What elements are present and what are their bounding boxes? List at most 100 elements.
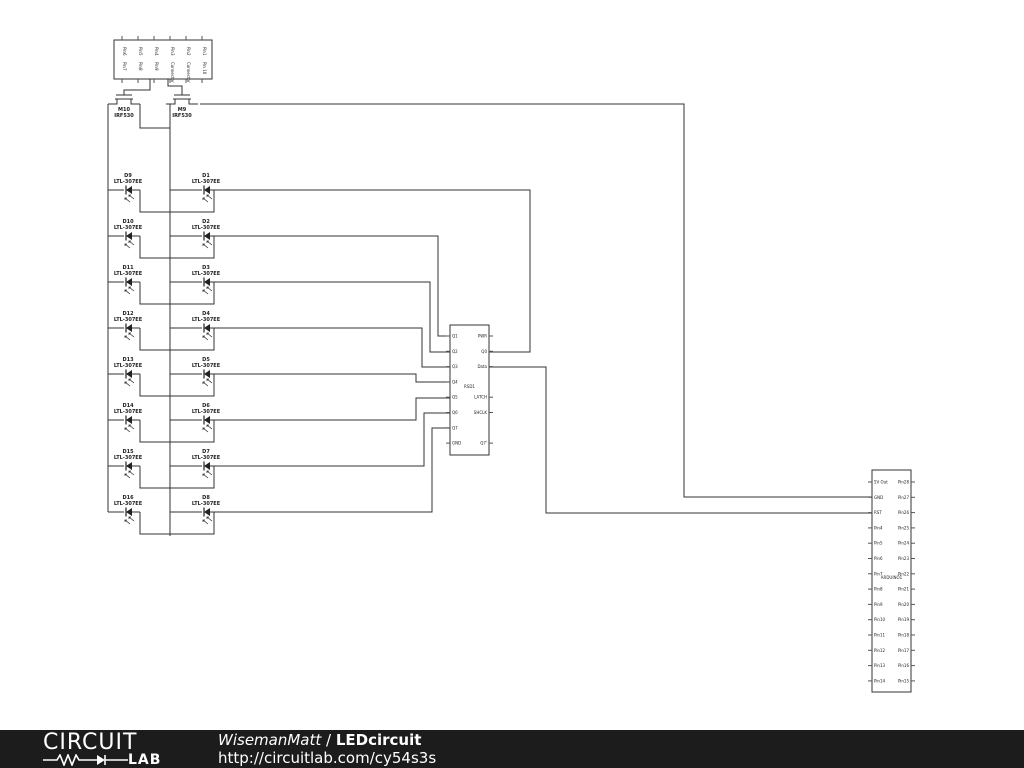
led-part-label: LTL-307EE	[192, 501, 221, 507]
led-return-wire	[139, 328, 170, 351]
led-part-label: LTL-307EE	[192, 317, 221, 323]
arduino-right-pin-label: Pin28	[898, 480, 910, 485]
mosfet-drain-lead	[130, 99, 140, 105]
led-diode-icon	[202, 368, 213, 387]
arduino-board: ARDUINO1 5V OutGNDRSTPin4Pin5Pin6Pin7Pin…	[868, 469, 915, 693]
led-diode-icon	[124, 368, 135, 387]
mosfet-part-label: IRF530	[172, 113, 192, 119]
led-return-wire	[139, 466, 170, 489]
header-lower-pin-label: Connector	[186, 62, 191, 83]
header-lower-pin-label: Pin 10	[202, 62, 207, 75]
sr-right-pin-label: PWR	[478, 334, 487, 339]
led-id-label: D16	[122, 495, 134, 501]
led-part-label: LTL-307EE	[192, 179, 221, 185]
led-diode-icon	[124, 322, 135, 341]
wire-q0-to-d1	[214, 189, 531, 353]
led-diode-icon	[124, 414, 135, 433]
circuitlab-logo[interactable]: CIRCUIT LAB	[40, 730, 180, 768]
led-diode-icon	[124, 230, 135, 249]
shift-register-body	[449, 324, 490, 456]
led-part-label: LTL-307EE	[114, 179, 143, 185]
led-return-wire	[139, 420, 170, 443]
arduino-right-pin-label: Pin15	[898, 678, 910, 683]
led-diode-icon	[202, 414, 213, 433]
footer-bar: CIRCUIT LAB WisemanMatt / LEDcircuit htt…	[0, 730, 1024, 768]
led-diode-icon	[202, 506, 213, 525]
led-return-wire	[169, 374, 215, 397]
arduino-left-pin-label: Pin10	[874, 617, 886, 622]
sr-left-pin-label: Q6	[452, 410, 458, 415]
led-return-wire	[169, 466, 215, 489]
arduino-left-pin-label: GND	[874, 495, 883, 500]
led-id-label: D4	[202, 311, 210, 317]
led-return-wire	[139, 190, 170, 213]
sr-left-pin-label: Q5	[452, 395, 458, 400]
sr-right-pin-label: Q7'	[480, 441, 487, 446]
author-link[interactable]: WisemanMatt	[218, 731, 322, 749]
wire-m9-to-arduino-gnd	[200, 103, 872, 498]
arduino-body	[871, 469, 912, 693]
wire-q6-to-d7	[214, 412, 450, 467]
led-id-label: D14	[122, 403, 134, 409]
led-id-label: D5	[202, 357, 210, 363]
sr-right-pin-label: LATCH	[474, 395, 487, 400]
led-diode-icon	[124, 184, 135, 203]
mosfet-source-lead	[166, 99, 176, 105]
led-id-label: D11	[122, 265, 134, 271]
arduino-right-pin-label: Pin24	[898, 541, 910, 546]
led-id-label: D1	[202, 173, 210, 179]
arduino-right-pin-label: Pin19	[898, 617, 910, 622]
led-part-label: LTL-307EE	[114, 409, 143, 415]
project-name[interactable]: LEDcircuit	[335, 731, 422, 749]
led-id-label: D3	[202, 265, 210, 271]
arduino-left-pin-label: Pin13	[874, 663, 886, 668]
led-id-label: D10	[122, 219, 134, 225]
led-part-label: LTL-307EE	[192, 409, 221, 415]
header-body	[113, 39, 213, 80]
led-part-label: LTL-307EE	[192, 455, 221, 461]
led-part-label: LTL-307EE	[114, 363, 143, 369]
arduino-left-pin-label: Pin7	[874, 571, 883, 576]
header-lower-pin-label: Pin7	[122, 62, 127, 71]
led-diode-icon	[202, 184, 213, 203]
arduino-right-pin-label: Pin21	[898, 587, 910, 592]
led-return-wire	[169, 190, 215, 213]
led-array: D9LTL-307EED10LTL-307EED11LTL-307EED12LT…	[108, 173, 221, 535]
header-upper-pin-label: Pin6	[122, 47, 127, 56]
led-id-label: D12	[122, 311, 134, 317]
led-diode-icon	[202, 460, 213, 479]
led-return-wire	[139, 236, 170, 259]
arduino-right-pin-label: Pin22	[898, 571, 910, 576]
circuit-title: WisemanMatt / LEDcircuit	[218, 731, 421, 749]
led-id-label: D8	[202, 495, 210, 501]
arduino-right-pin-label: Pin17	[898, 648, 910, 653]
wire-data-to-rst	[489, 366, 872, 514]
header-upper-pin-label: Pin3	[170, 47, 175, 56]
header-lower-pin-label: Pin8	[138, 62, 143, 71]
sr-right-pin-label: SHCLK	[474, 410, 488, 415]
wiring-layer	[107, 79, 872, 536]
mosfet-source-lead	[108, 99, 118, 105]
arduino-right-pin-label: Pin27	[898, 495, 910, 500]
arduino-right-pin-label: Pin20	[898, 602, 910, 607]
wire-q4-to-d5	[214, 373, 450, 383]
led-part-label: LTL-307EE	[192, 363, 221, 369]
wire-q7-to-d8	[214, 427, 450, 513]
title-separator: /	[321, 731, 336, 749]
logo-word-circuit: CIRCUIT	[43, 730, 138, 755]
led-part-label: LTL-307EE	[114, 455, 143, 461]
circuit-url[interactable]: http://circuitlab.com/cy54s3s	[218, 749, 437, 767]
mosfet-id-label: M9	[178, 107, 187, 113]
